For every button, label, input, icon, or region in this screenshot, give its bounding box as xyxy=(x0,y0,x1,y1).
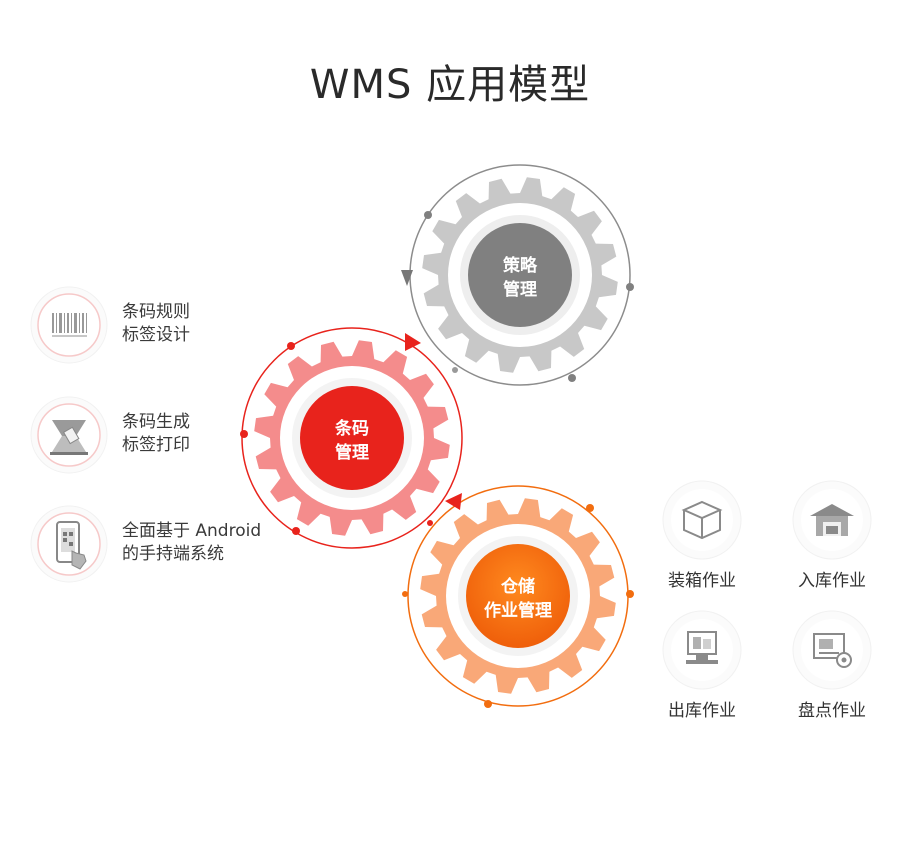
orbit-dot xyxy=(287,342,295,350)
orbit-dot xyxy=(402,591,408,597)
orbit-dot xyxy=(292,527,300,535)
gear-strategy-line2: 管理 xyxy=(503,279,537,300)
orbit-dot xyxy=(568,374,576,382)
feature-android-handheld: 全面基于 Android 的手持端系统 xyxy=(30,505,330,583)
orbit-dot xyxy=(626,283,634,291)
orbit-dot xyxy=(626,590,634,598)
feature-line2: 标签设计 xyxy=(122,325,190,345)
operation-stocktaking: 盘点作业 xyxy=(782,610,882,730)
gear-barcode-orbit xyxy=(241,327,463,549)
gear-warehouse-core xyxy=(466,544,570,648)
gear-warehouse-line1: 仓储 xyxy=(500,576,535,597)
orbit-dot xyxy=(240,430,248,438)
page-title: WMS 应用模型 xyxy=(309,62,591,108)
feature-line1: 全面基于 Android xyxy=(122,521,262,541)
gear-strategy-core xyxy=(468,223,572,327)
operation-label: 出库作业 xyxy=(668,701,736,721)
barcode-icon xyxy=(30,286,108,364)
gear-warehouse-line2: 作业管理 xyxy=(484,600,552,621)
feature-line1: 条码生成 xyxy=(122,412,190,432)
gear-warehouse: 仓储 作业管理 xyxy=(402,485,634,708)
orbit-arrow xyxy=(445,493,462,510)
gear-barcode-line2: 管理 xyxy=(335,442,369,463)
feature-line1: 条码规则 xyxy=(122,302,190,322)
feature-line2: 标签打印 xyxy=(122,435,190,455)
label-printer-icon xyxy=(30,396,108,474)
terminal-icon xyxy=(662,610,742,690)
handheld-scanner-icon xyxy=(30,505,108,583)
operation-label: 入库作业 xyxy=(798,571,866,591)
feature-line2: 的手持端系统 xyxy=(122,544,224,564)
operation-outbound: 出库作业 xyxy=(652,610,752,730)
orbit-dot xyxy=(586,504,594,512)
orbit-dot xyxy=(424,211,432,219)
feature-label-printing: 条码生成 标签打印 xyxy=(30,396,330,474)
orbit-arrow xyxy=(405,333,421,351)
feature-barcode-rules: 条码规则 标签设计 xyxy=(30,286,330,364)
warehouse-icon xyxy=(792,480,872,560)
orbit-dot xyxy=(427,520,433,526)
gear-barcode: 条码 管理 xyxy=(240,327,463,549)
gear-barcode-line1: 条码 xyxy=(334,418,369,439)
operation-label: 盘点作业 xyxy=(798,701,866,721)
box-icon xyxy=(662,480,742,560)
operation-packing: 装箱作业 xyxy=(652,480,752,600)
operation-label: 装箱作业 xyxy=(668,571,736,591)
gear-strategy-line1: 策略 xyxy=(503,255,538,276)
orbit-dot xyxy=(452,367,458,373)
inventory-icon xyxy=(792,610,872,690)
operation-inbound: 入库作业 xyxy=(782,480,882,600)
gear-barcode-core xyxy=(300,386,404,490)
orbit-arrow xyxy=(401,270,413,286)
orbit-dot xyxy=(484,700,492,708)
gear-strategy: 策略 管理 xyxy=(401,164,634,386)
